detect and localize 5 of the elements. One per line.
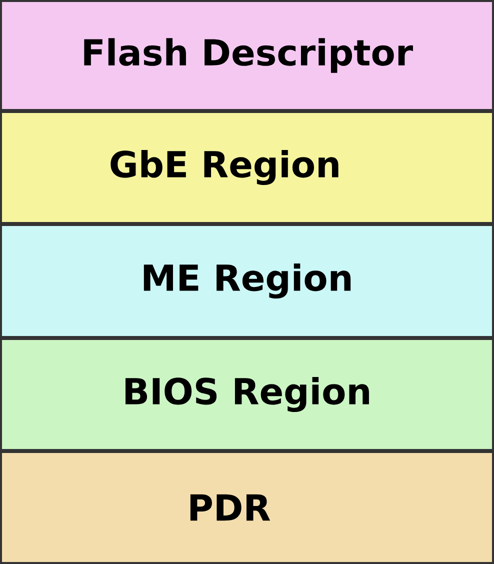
region-band: BIOS Region xyxy=(0,338,494,451)
region-band: PDR xyxy=(0,451,494,564)
region-band: ME Region xyxy=(0,224,494,338)
region-band: Flash Descriptor xyxy=(0,0,494,111)
region-band: GbE Region xyxy=(0,111,494,224)
